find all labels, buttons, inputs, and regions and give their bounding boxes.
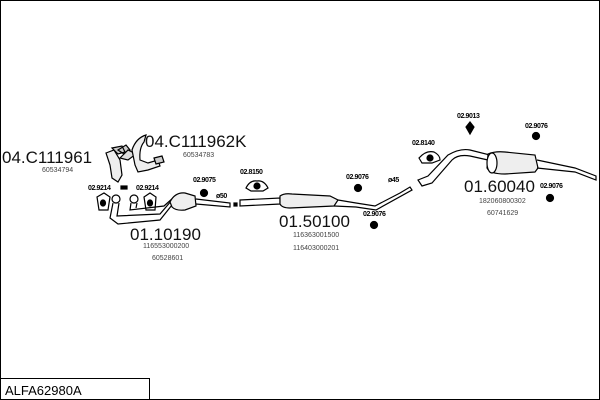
front-pipe-oem-1: 116553000200 [143,243,190,250]
rear-silencer-oem-1: 182060800302 [479,198,526,205]
middle-silencer-ref[interactable]: 01.50100 [279,212,350,231]
rear-silencer-oem-2: 60741629 [487,210,519,217]
middle-silencer-oem-2: 116403000201 [293,245,340,252]
rear-silencer-shape[interactable] [417,148,597,187]
gasket-hole [99,199,107,207]
rear-silencer-ref[interactable]: 01.60040 [464,177,535,196]
diagram-code: ALFA62980A [5,383,82,398]
diagram-code-box: ALFA62980A [1,378,150,399]
middle-silencer-oem-1: 116363001500 [293,232,340,239]
rubber-front-ref[interactable]: 02.9075 [193,177,216,184]
rubber-rear-1-shape[interactable] [531,131,541,141]
manifold-right-ref[interactable]: 04.C111962K [145,132,247,151]
mount-hole [426,154,434,162]
mount-front-ref[interactable]: 02.8150 [240,169,263,176]
separator-mark [120,185,128,190]
joint-mark [233,202,238,207]
rubber-mid-1-ref[interactable]: 02.9076 [346,174,369,181]
diameter-mid-label: ø45 [388,177,399,184]
clamp-rear-ref[interactable]: 02.9013 [457,113,480,120]
rubber-mid-1-shape[interactable] [353,183,363,193]
rubber-rear-2-shape[interactable] [545,193,555,203]
gasket-right-ref[interactable]: 02.9214 [136,185,159,192]
front-pipe-oem-2: 60528601 [152,255,184,262]
front-pipe-shape[interactable] [109,192,231,225]
rubber-mid-2-shape[interactable] [369,220,379,230]
front-pipe-ref[interactable]: 01.10190 [130,225,201,244]
manifold-left-shape[interactable] [105,144,138,183]
rubber-mid-2-ref[interactable]: 02.9076 [363,211,386,218]
rubber-front-shape[interactable] [199,188,209,198]
rubber-rear-2-ref[interactable]: 02.9076 [540,183,563,190]
diameter-front-label: ø50 [216,193,227,200]
rubber-rear-1-ref[interactable]: 02.9076 [525,123,548,130]
gasket-hole [146,199,154,207]
manifold-left-ref[interactable]: 04.C111961 [2,148,93,167]
mount-rear-ref[interactable]: 02.8140 [412,140,435,147]
gasket-left-ref[interactable]: 02.9214 [88,185,111,192]
manifold-right-oem: 60534783 [183,152,215,159]
manifold-left-oem: 60534794 [42,167,74,174]
clamp-rear-shape[interactable] [465,121,475,136]
mount-hole [253,182,261,190]
middle-silencer-shape[interactable] [239,186,413,211]
manifold-right-shape[interactable] [131,134,165,173]
